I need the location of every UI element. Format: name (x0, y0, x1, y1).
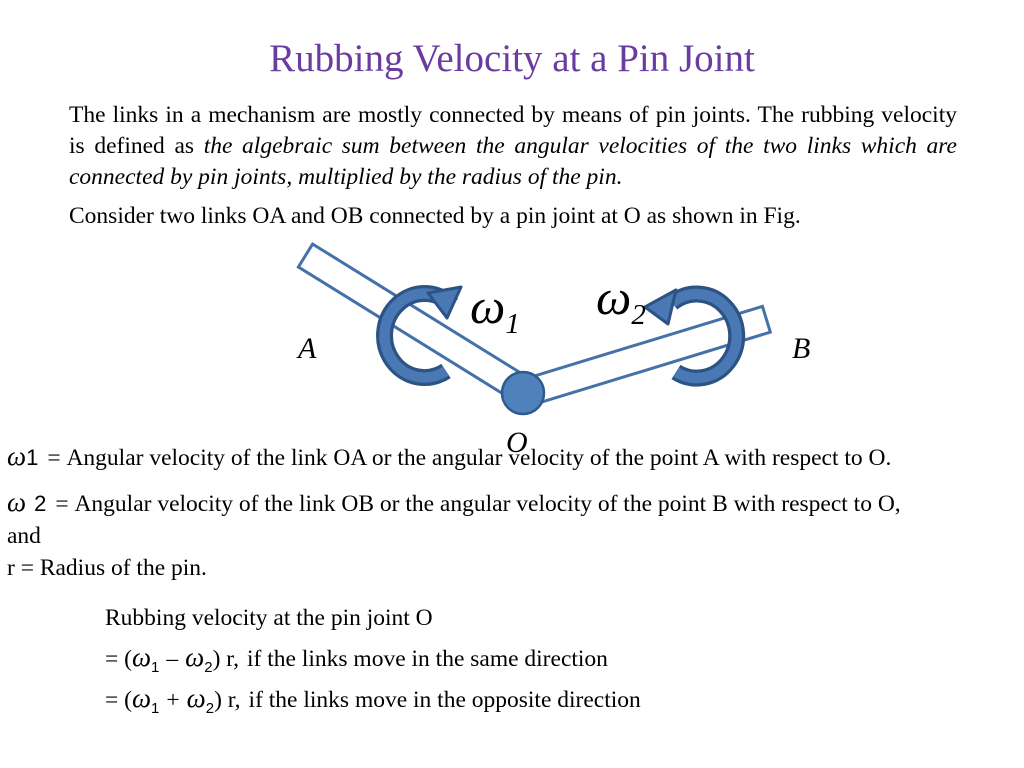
pin-joint-figure: ω1 ω2 A B O (296, 241, 810, 459)
formula1-sub1: 1 (151, 659, 160, 676)
def-omega1-symbol: ω (7, 441, 27, 471)
omega2-arrow-arc (668, 288, 742, 384)
formula2-close: ) r, (214, 687, 241, 713)
omega1-symbol: ω (470, 278, 505, 334)
point-o-label: O (506, 426, 528, 459)
intro-roman-text: The links in a mechanism are mostly conn… (69, 102, 957, 159)
formula1-close: ) r, (212, 646, 240, 672)
definition-omega1: ω1 = Angular velocity of the link OA or t… (7, 441, 891, 472)
omega1-rotation-arrow-icon (376, 285, 463, 386)
point-b-label: B (792, 332, 810, 365)
slide-title: Rubbing Velocity at a Pin Joint (269, 37, 755, 80)
formula2-sub1: 1 (151, 700, 160, 717)
formula2-omega2-symbol: ω (186, 683, 206, 713)
omega2-label: ω2 (596, 269, 646, 331)
formula2-open: = ( (105, 687, 132, 713)
formula1-condition: if the links move in the same direction (247, 646, 608, 672)
intro-italic-text: the algebraic sum between the angular ve… (69, 133, 957, 190)
formula1-operator: – (166, 646, 179, 672)
consider-paragraph: Consider two links OA and OB connected b… (69, 203, 801, 229)
formula2-sub2: 2 (205, 700, 215, 717)
def-omega2-text: = Angular velocity of the link OB or the… (55, 491, 901, 517)
formula2-condition: if the links move in the opposite direct… (248, 687, 641, 713)
omega1-arrowhead (426, 285, 463, 320)
formula1-open: = ( (105, 646, 132, 672)
formula1-omega2-symbol: ω (185, 642, 205, 672)
omega2-symbol: ω (596, 269, 631, 325)
omega1-subscript: 1 (505, 308, 520, 340)
omega2-subscript: 2 (631, 299, 646, 331)
omega1-label: ω1 (470, 278, 520, 340)
formula-opposite-direction: = (ω1+ω2) r,if the links move in the opp… (105, 683, 641, 717)
def-omega2-symbol: ω (7, 487, 27, 517)
formula-heading: Rubbing velocity at the pin joint O (105, 605, 433, 631)
definition-radius: r = Radius of the pin. (7, 555, 207, 581)
def-omega2-number: 2 (34, 491, 47, 516)
formula-same-direction: = (ω1–ω2) r,if the links move in the sam… (105, 642, 608, 676)
definition-and: and (7, 523, 41, 549)
pin-circle (500, 370, 546, 416)
omega2-rotation-arrow-icon (643, 285, 746, 387)
point-a-label: A (296, 332, 317, 365)
formula2-operator: + (166, 687, 180, 713)
def-omega1-number: 1 (26, 445, 39, 470)
formula1-sub2: 2 (204, 659, 213, 676)
formula2-omega1-symbol: ω (131, 683, 152, 713)
def-omega1-text: = Angular velocity of the link OA or the… (47, 445, 892, 471)
formula1-omega1-symbol: ω (131, 642, 152, 672)
omega2-arrowhead (643, 288, 678, 326)
intro-paragraph: The links in a mechanism are mostly conn… (69, 100, 957, 193)
